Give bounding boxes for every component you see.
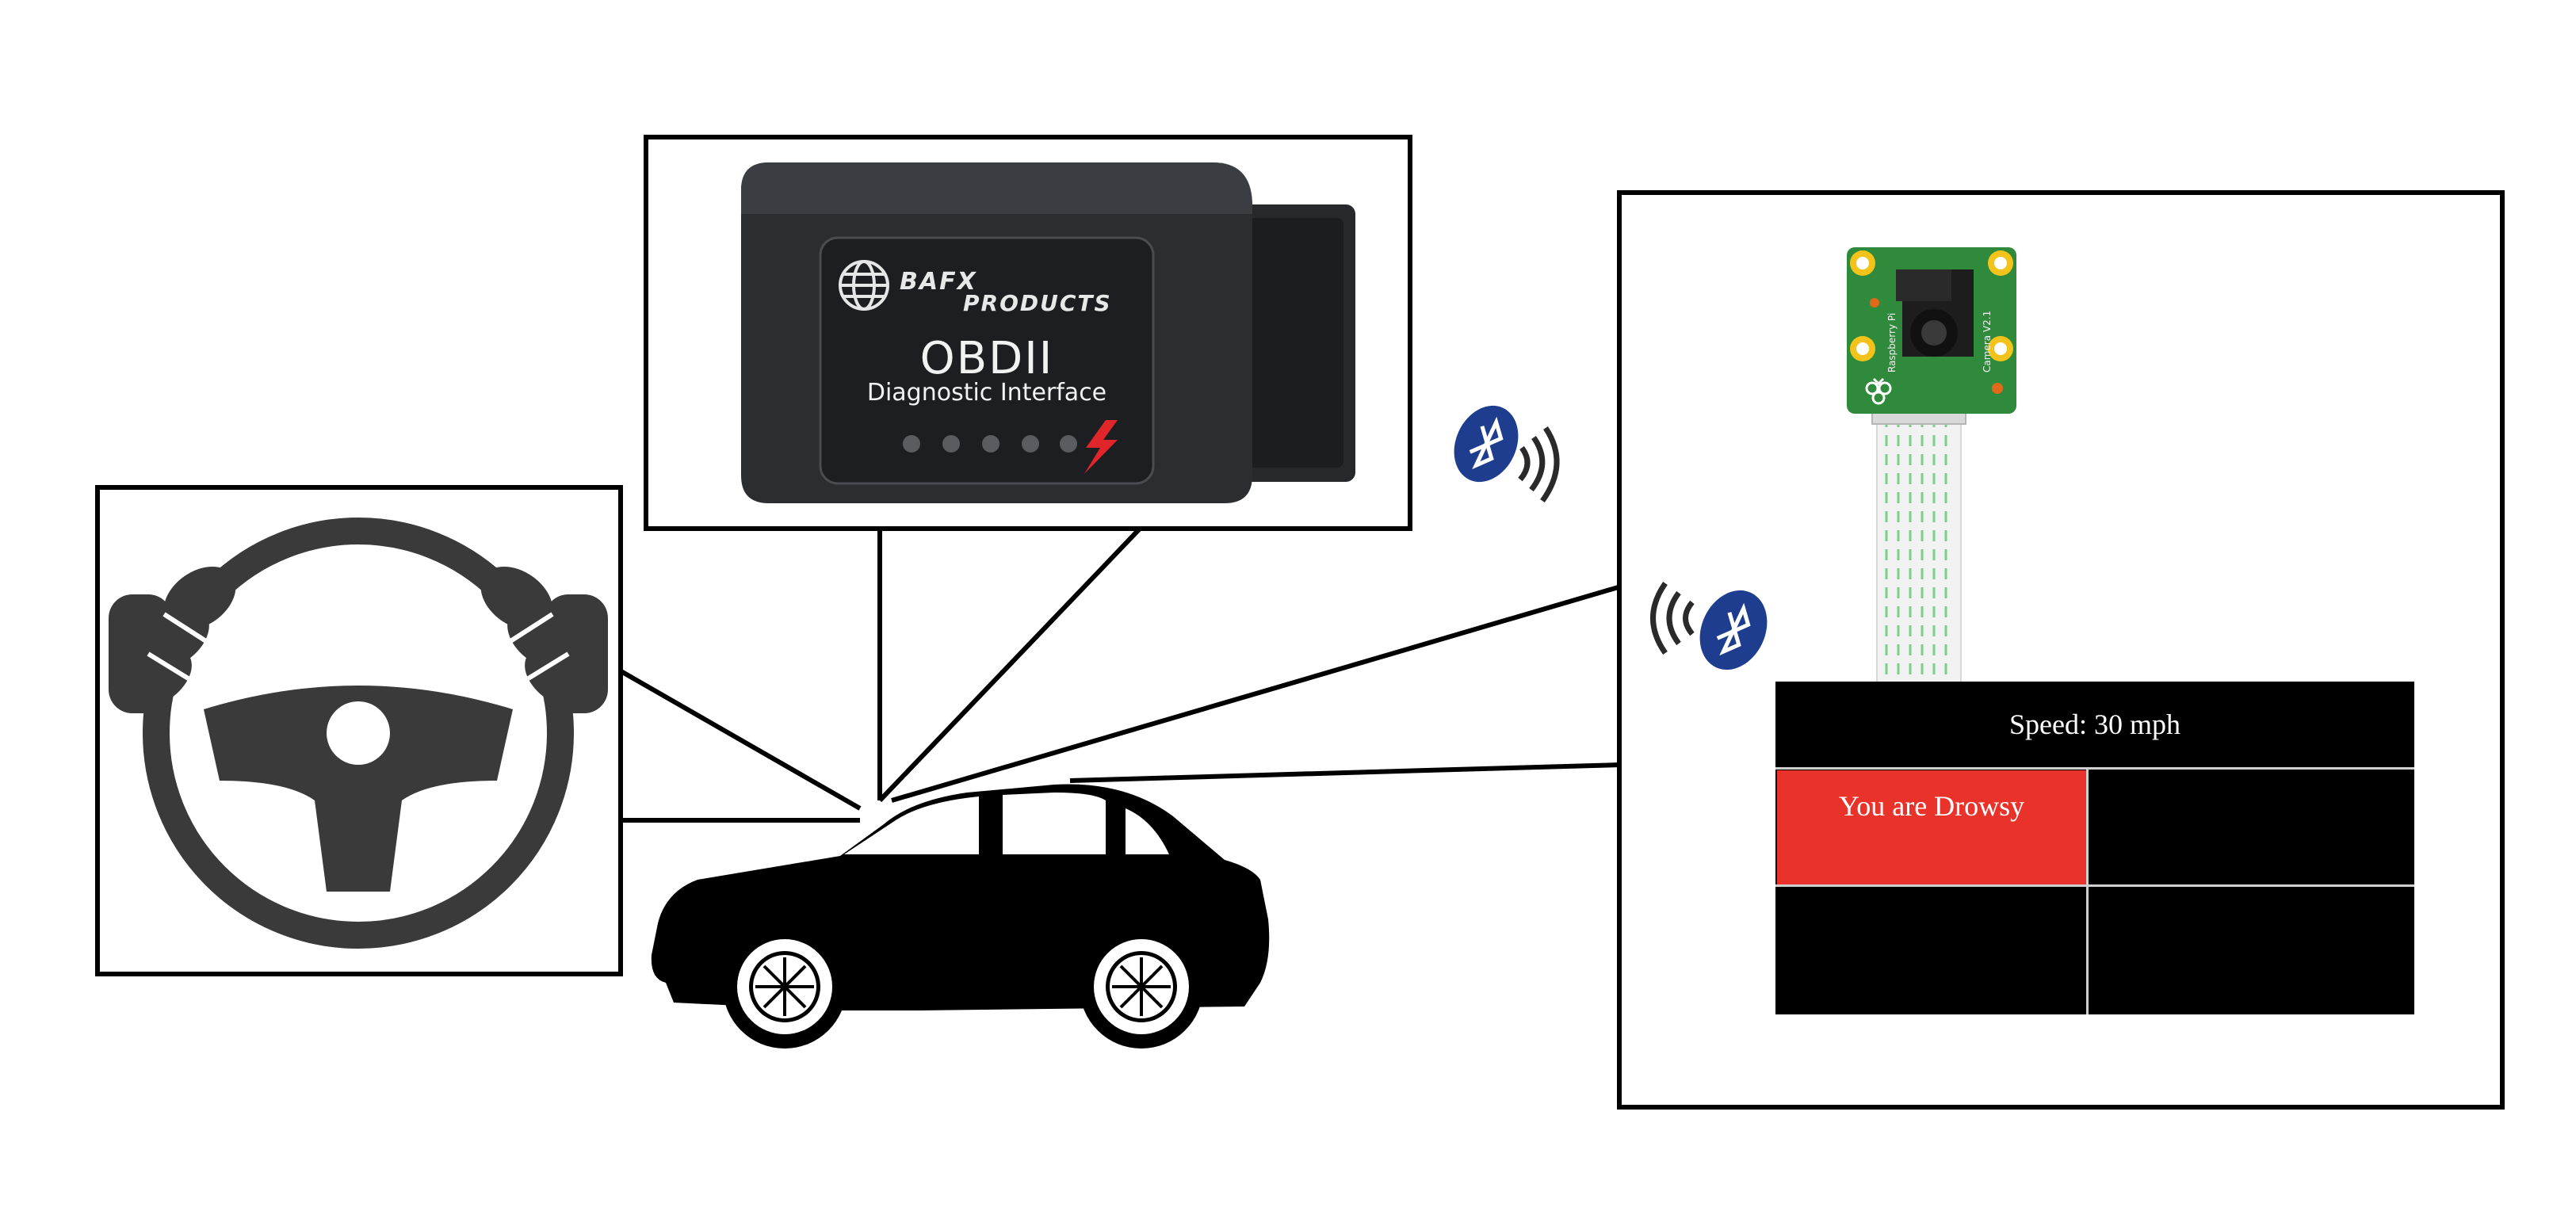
speed-readout: Speed: 30 mph xyxy=(1775,682,2414,767)
alert-text: You are Drowsy xyxy=(1838,790,2025,822)
wifi-signal-icon xyxy=(1518,426,1560,503)
camera-label-raspberry-pi: Raspberry Pi xyxy=(1886,312,1898,372)
drowsiness-display: Speed: 30 mph You are Drowsy xyxy=(1775,682,2414,1014)
alert-cell: You are Drowsy xyxy=(1777,770,2086,884)
obd-title: OBDII xyxy=(919,333,1054,384)
connector-camera-top xyxy=(891,584,1622,803)
grid-cell-bottom-left xyxy=(1777,888,2086,1013)
bluetooth-icon xyxy=(1454,405,1519,483)
obd-subtitle: Diagnostic Interface xyxy=(866,379,1107,407)
connector-obd-right xyxy=(877,525,1144,803)
connector-camera-bottom xyxy=(1069,762,1622,783)
grid-cell-bottom-right xyxy=(2089,888,2413,1013)
camera-label-version: Camera V2.1 xyxy=(1982,310,1993,372)
grid-line-horizontal-2 xyxy=(1775,884,2414,887)
obd-brand-line1: BAFX xyxy=(900,268,977,296)
grid-line-horizontal-1 xyxy=(1775,767,2414,770)
car-wheel-rear xyxy=(1080,925,1203,1049)
car-wheel-front xyxy=(723,925,847,1049)
grid-cell-top-right xyxy=(2089,770,2413,884)
speed-label: Speed: 30 mph xyxy=(2009,709,2180,740)
wifi-signal-icon xyxy=(1650,581,1695,655)
steering-wheel-frame xyxy=(95,485,623,976)
obd-brand-line2: PRODUCTS xyxy=(963,290,1112,316)
connector-steering-top xyxy=(617,667,862,811)
bluetooth-icon xyxy=(1699,590,1768,670)
grid-line-vertical xyxy=(2086,767,2089,1014)
